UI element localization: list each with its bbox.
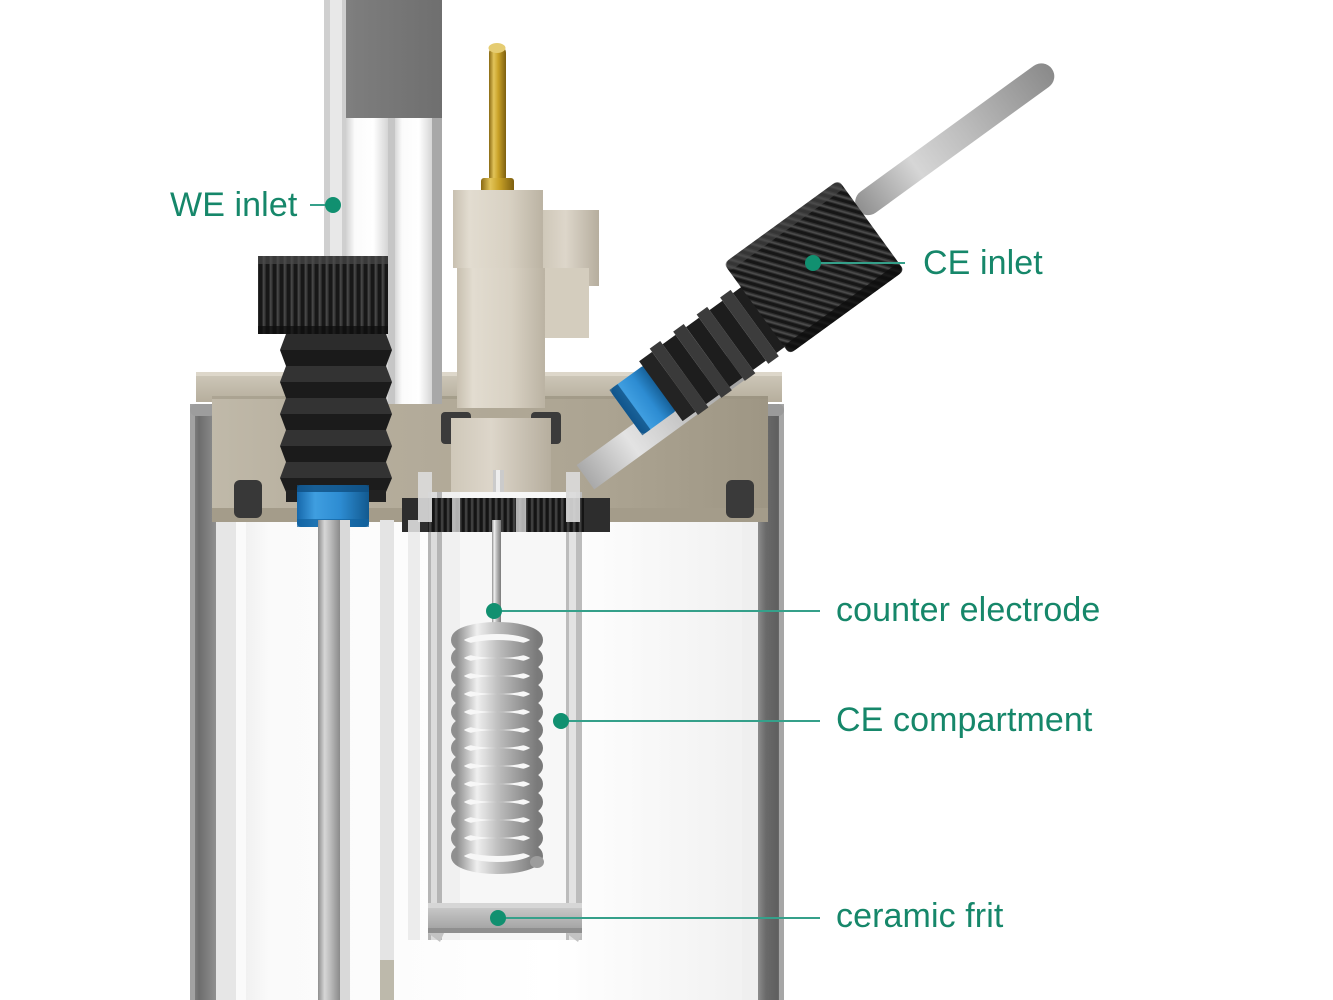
label-we-inlet-text: WE inlet — [170, 186, 298, 224]
coiled-counter-electrode-wire — [451, 520, 544, 874]
label-ce-inlet-text: CE inlet — [923, 244, 1043, 282]
blue-ferrule — [297, 485, 369, 527]
label-ceramic-frit: ceramic frit — [836, 899, 1003, 933]
cap-support-rods — [418, 472, 580, 522]
inner-reference-line — [408, 520, 420, 940]
annotation-dots — [325, 197, 821, 926]
label-ce-compartment: CE compartment — [836, 703, 1092, 737]
coil-turns — [451, 622, 543, 874]
we-inlet-threaded-fitting — [258, 256, 394, 1000]
label-counter-electrode: counter electrode — [836, 593, 1100, 627]
thread-ridges — [280, 334, 392, 502]
label-ceramic-frit-text: ceramic frit — [836, 897, 1004, 935]
gold-pin — [489, 45, 506, 185]
label-we-inlet: WE inlet — [170, 188, 297, 222]
blue-ferrule-ce — [611, 366, 676, 434]
label-ce-inlet: CE inlet — [923, 246, 1043, 280]
label-ce-compartment-text: CE compartment — [836, 701, 1093, 739]
annotation-leaders — [310, 203, 905, 920]
label-counter-electrode-text: counter electrode — [836, 591, 1101, 629]
